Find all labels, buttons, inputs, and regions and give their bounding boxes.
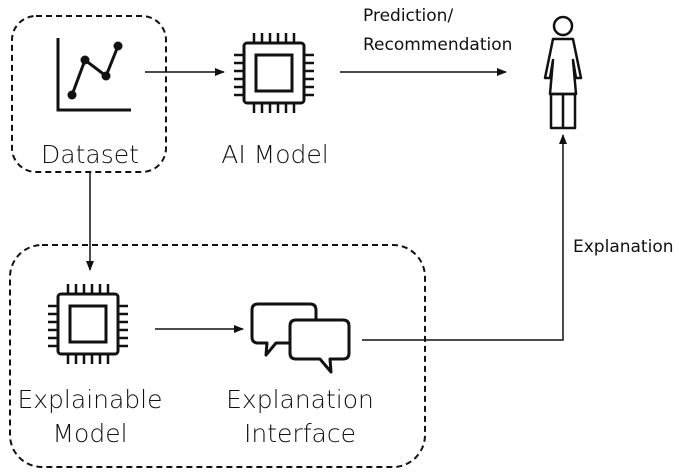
explainable-model-label-line2: Model — [52, 419, 127, 448]
prediction-label-line1: Prediction/ — [363, 6, 453, 26]
explainable-group-box — [9, 244, 426, 468]
dataset-label: Dataset — [41, 140, 139, 169]
explainable-model-label-line1: Explainable — [17, 385, 162, 414]
ai-model-label: AI Model — [221, 140, 328, 169]
explanation-interface-label-line2: Interface — [244, 419, 356, 448]
line-chart-icon — [56, 38, 131, 112]
dataset-group-box — [11, 15, 167, 173]
arrow-interface-to-user — [362, 134, 567, 341]
explanation-edge-label: Explanation — [573, 237, 674, 257]
explainable-model-chip-icon — [48, 282, 128, 366]
person-icon — [543, 15, 583, 130]
speech-bubbles-icon — [250, 302, 351, 374]
ai-model-chip-icon — [234, 31, 314, 115]
explanation-interface-label-line1: Explanation — [226, 385, 374, 414]
prediction-label-line2: Recommendation — [363, 35, 512, 55]
